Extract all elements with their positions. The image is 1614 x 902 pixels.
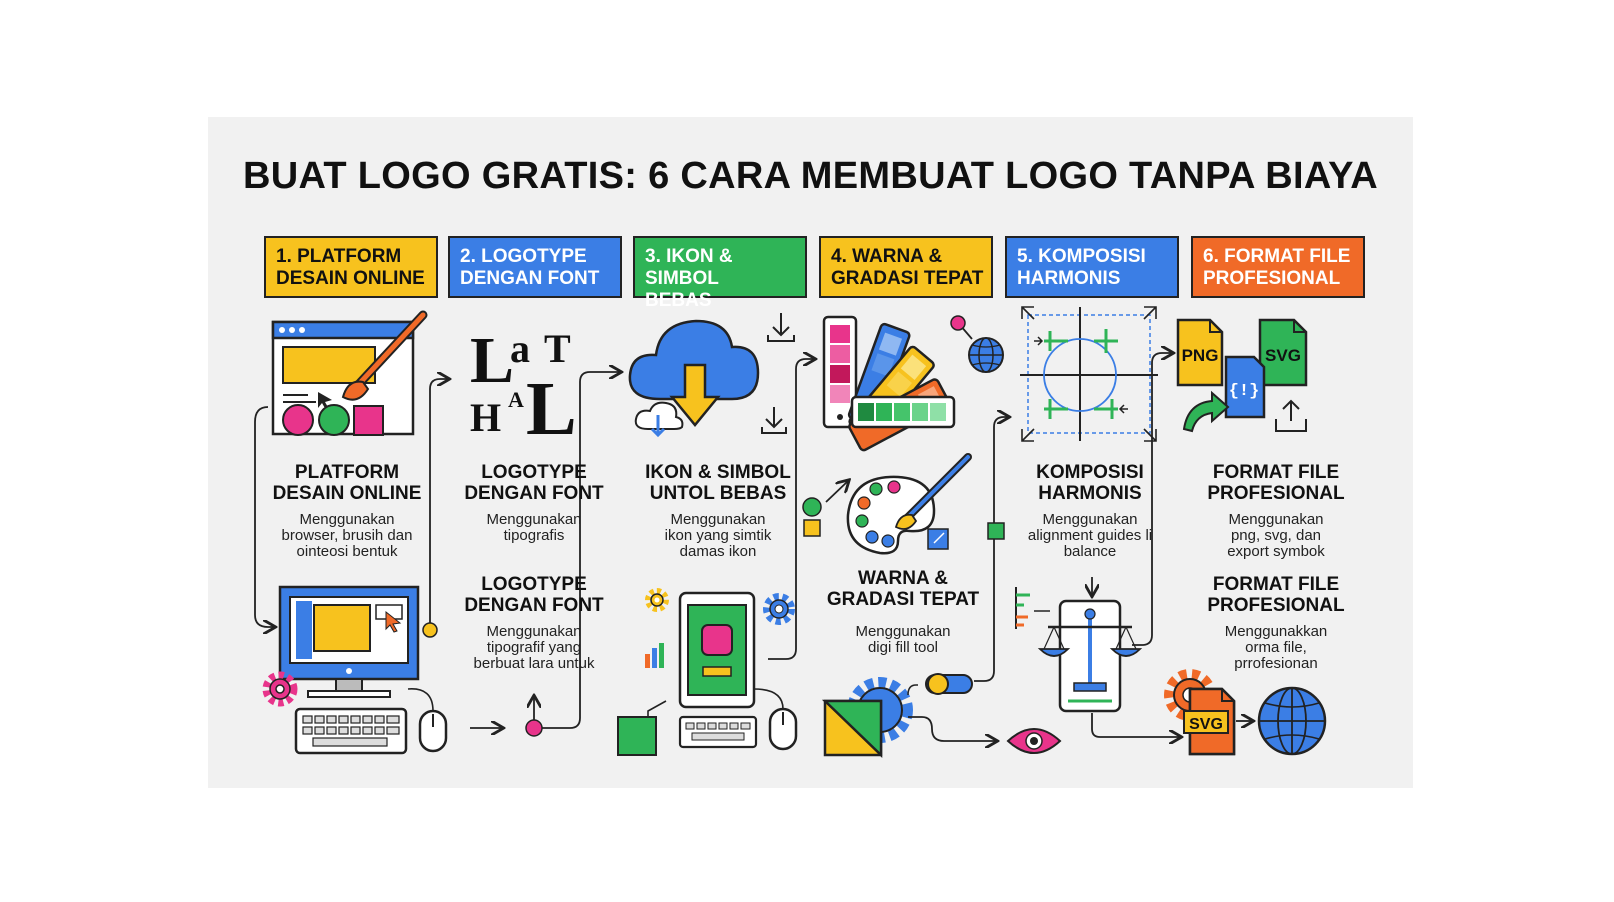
phone-app-icon xyxy=(678,591,756,709)
green-square-icon xyxy=(617,700,667,756)
svg-label: SVG xyxy=(1265,346,1301,365)
color-swatch-icon xyxy=(822,315,956,452)
download-icon xyxy=(761,313,795,434)
svg-small-label: SVG xyxy=(1189,716,1223,733)
small-cloud-icon xyxy=(634,401,684,438)
monitor-icon xyxy=(278,585,420,698)
typography-letters-icon: L a T H A L xyxy=(470,324,577,451)
mouse-small-icon xyxy=(753,688,798,751)
png-label: PNG xyxy=(1182,346,1219,365)
header-komposisi: 5. KOMPOSISI HARMONIS xyxy=(1005,236,1179,298)
block-title-format: FORMAT FILE PROFESIONAL xyxy=(1207,462,1345,504)
block-desc-logotype: Menggunakan tipografis xyxy=(486,511,582,544)
infographic-card: BUAT LOGO GRATIS: 6 CARA MEMBUAT LOGO TA… xyxy=(208,117,1413,788)
block-desc-platform: Menggunakan browser, brusih dan ointeosi… xyxy=(281,511,413,560)
palette-icon xyxy=(846,453,972,555)
balance-scale-icon xyxy=(1037,599,1143,713)
gear-blue-icon xyxy=(763,593,795,625)
globe-icon xyxy=(1257,686,1327,756)
keyboard-small-icon xyxy=(678,715,758,749)
share-arrow-icon xyxy=(1182,390,1230,433)
toggle-icon xyxy=(907,673,973,696)
upload-icon xyxy=(1275,399,1307,432)
svg-file-small-icon: SVG xyxy=(1183,687,1236,756)
block-title-format-2: FORMAT FILE PROFESIONAL xyxy=(1207,574,1345,616)
gear-icon xyxy=(262,671,298,707)
globe-small-icon xyxy=(950,315,1004,373)
header-logotype: 2. LOGOTYPE DENGAN FONT xyxy=(448,236,622,298)
keyboard-icon xyxy=(294,707,408,755)
triangle-gear-icon xyxy=(821,677,913,758)
alignment-grid-icon xyxy=(1020,306,1158,442)
block-title-warna: WARNA & GRADASI TEPAT xyxy=(826,568,980,610)
mouse-icon xyxy=(407,688,448,753)
block-desc-komposisi: Menggunakan alignment guides li balance xyxy=(1027,511,1153,560)
png-file-icon: PNG xyxy=(1176,318,1224,387)
shapes-icon xyxy=(282,404,384,436)
paintbrush-icon xyxy=(341,310,428,401)
letter-a-tiny: A xyxy=(508,387,524,412)
header-platform: 1. PLATFORM DESAIN ONLINE xyxy=(264,236,438,298)
block-desc-logotype-2: Menggunakan tipografif yang berbuat lara… xyxy=(473,623,595,672)
block-desc-format-2: Menggunakkan orma file, prrofesionan xyxy=(1224,623,1328,672)
block-title-platform: PLATFORM DESAIN ONLINE xyxy=(272,462,422,504)
letter-l-bottom: L xyxy=(526,367,577,451)
letter-h: H xyxy=(470,395,501,440)
page-title: BUAT LOGO GRATIS: 6 CARA MEMBUAT LOGO TA… xyxy=(243,155,1378,197)
align-left-icon xyxy=(1015,587,1050,629)
block-title-ikon: IKON & SIMBOL UNTOL BEBAS xyxy=(645,462,791,504)
header-ikon: 3. IKON & SIMBOL BEBAS xyxy=(633,236,807,311)
svg-file-icon: SVG xyxy=(1258,318,1308,387)
block-title-logotype-2: LOGOTYPE DENGAN FONT xyxy=(464,574,604,616)
eye-icon xyxy=(1006,728,1062,754)
header-format: 6. FORMAT FILE PROFESIONAL xyxy=(1191,236,1365,298)
block-title-logotype: LOGOTYPE DENGAN FONT xyxy=(464,462,604,504)
letter-t: T xyxy=(544,326,571,371)
letter-a-small: a xyxy=(510,326,530,371)
gear-small-icon xyxy=(645,588,669,612)
illustrations: L a T H A L xyxy=(254,306,1327,758)
block-desc-warna: Menggunakan digi fill tool xyxy=(855,623,951,656)
block-title-komposisi: KOMPOSISI HARMONIS xyxy=(1036,462,1144,504)
block-desc-ikon: Menggunakan ikon yang simtik damas ikon xyxy=(664,511,772,560)
cloud-download-icon xyxy=(628,319,760,427)
bar-chart-icon xyxy=(645,643,664,668)
header-warna: 4. WARNA & GRADASI TEPAT xyxy=(819,236,993,298)
code-label: {!} xyxy=(1229,382,1260,401)
code-file-icon: {!} xyxy=(1224,355,1266,419)
block-desc-format: Menggunakan png, svg, dan export symbok xyxy=(1227,511,1325,560)
letter-l-large: L xyxy=(470,324,514,397)
